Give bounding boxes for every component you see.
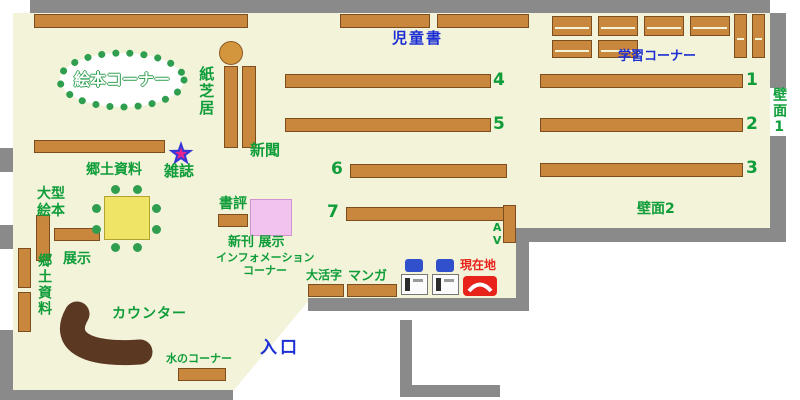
wall-corridor-right — [516, 242, 529, 311]
wall-surface-1-label: 壁面1 — [771, 87, 788, 137]
round-table — [219, 41, 243, 65]
children-books-label: 児童書 — [392, 29, 444, 47]
chair-dot — [152, 225, 161, 234]
shelf-4 — [285, 74, 491, 88]
star-icon — [168, 141, 194, 165]
information-corner-label-line1: インフォメーション — [216, 251, 315, 264]
shelf-number-2: 2 — [746, 114, 758, 134]
magazine-label: 雑誌 — [164, 162, 195, 180]
shelf-children-books-1 — [340, 14, 430, 28]
terminal-chair — [405, 259, 423, 272]
terminal-detail — [413, 279, 423, 282]
chair-dot — [133, 243, 142, 252]
terminal-chair — [436, 259, 454, 272]
shelf-3 — [540, 163, 743, 177]
counter-desk — [60, 301, 153, 366]
kamishibai-label: 紙芝居 — [197, 66, 216, 117]
manga-label: マンガ — [348, 269, 388, 284]
current-location-icon — [463, 276, 497, 296]
shelf-1 — [540, 74, 743, 88]
exhibit-label: 展示 — [63, 251, 91, 267]
newspaper-label: 新聞 — [250, 141, 281, 159]
wall-bottom-middle — [308, 298, 529, 311]
wall-right-upper — [770, 13, 786, 88]
shelf-7 — [346, 207, 507, 221]
chair-dot — [111, 185, 120, 194]
local-materials-label: 郷土資料 — [86, 162, 142, 178]
shelf-manga — [347, 284, 397, 297]
shelf-book-review — [218, 214, 248, 227]
wall-bottom-left — [0, 390, 233, 400]
new-books-display — [250, 199, 292, 236]
study-desk — [552, 40, 592, 58]
chair-dot — [92, 225, 101, 234]
chair-dot — [152, 204, 161, 213]
large-picture-books-label: 大型 絵本 — [37, 186, 65, 220]
information-corner-label-line2: コーナー — [243, 264, 287, 277]
shelf-large-picture-books-vertical — [36, 215, 50, 261]
wall-stairwell-left — [400, 320, 412, 392]
shelf-local-materials-left-b — [18, 292, 31, 332]
shelf-local-materials-top — [34, 140, 165, 153]
wall-surface-2-label: 壁面2 — [637, 201, 675, 217]
study-desk — [644, 16, 684, 36]
book-review-label: 書評 — [219, 196, 247, 212]
chair-dot — [111, 243, 120, 252]
chair-dot — [92, 204, 101, 213]
shelf-kamishibai-b — [242, 66, 256, 148]
new-books-exhibit-label: 新刊 展示 — [228, 235, 285, 250]
shelf-number-6: 6 — [331, 159, 343, 179]
local-materials-vertical-label: 郷土資料 — [36, 253, 53, 317]
wall-left-1 — [0, 148, 13, 172]
water-corner-label: 水のコーナー — [166, 352, 232, 365]
shelf-number-1: 1 — [746, 70, 758, 90]
wall-top — [30, 0, 770, 13]
picture-book-corner-label: 絵本コーナー — [73, 70, 170, 89]
large-picture-books-line1: 大型 — [37, 186, 65, 202]
terminal-slot — [436, 278, 441, 291]
terminal-slot — [405, 278, 410, 291]
shelf-top-left — [34, 14, 248, 28]
wall-left-2 — [0, 225, 13, 249]
large-print-label: 大活字 — [306, 268, 343, 282]
shelf-local-materials-left-a — [18, 248, 31, 288]
wall-right-bottom — [516, 228, 786, 242]
terminal-detail — [444, 279, 454, 282]
study-desk — [598, 16, 638, 36]
shelf-number-5: 5 — [493, 114, 505, 134]
shelf-number-4: 4 — [493, 70, 505, 90]
shelf-children-books-2 — [437, 14, 529, 28]
reading-table — [104, 196, 150, 240]
shelf-kamishibai-a — [224, 66, 238, 148]
wall-stairwell-bottom — [400, 385, 500, 397]
wall-left-3 — [0, 330, 13, 400]
chair-dot — [133, 185, 142, 194]
shelf-6 — [350, 164, 507, 178]
counter-label: カウンター — [112, 306, 187, 322]
shelf-5 — [285, 118, 491, 132]
shelf-display-table — [54, 228, 100, 241]
study-desk-vertical — [734, 14, 747, 58]
study-desk — [598, 40, 638, 58]
study-corner-label: 学習コーナー — [618, 49, 697, 64]
shelf-number-7: 7 — [327, 202, 339, 222]
large-picture-books-line2: 絵本 — [37, 202, 65, 219]
wall-right-lower — [770, 136, 786, 232]
study-desk — [552, 16, 592, 36]
shelf-2 — [540, 118, 743, 132]
study-desk — [690, 16, 730, 36]
shelf-number-3: 3 — [746, 158, 758, 178]
entrance-label: 入口 — [260, 338, 300, 358]
current-location-label: 現在地 — [460, 258, 497, 272]
shelf-av — [503, 205, 516, 243]
picture-book-corner-rug — [56, 49, 188, 111]
av-label: AV — [490, 221, 504, 247]
shelf-water-corner — [178, 368, 226, 381]
shelf-large-print — [308, 284, 344, 297]
study-desk-vertical — [752, 14, 765, 58]
